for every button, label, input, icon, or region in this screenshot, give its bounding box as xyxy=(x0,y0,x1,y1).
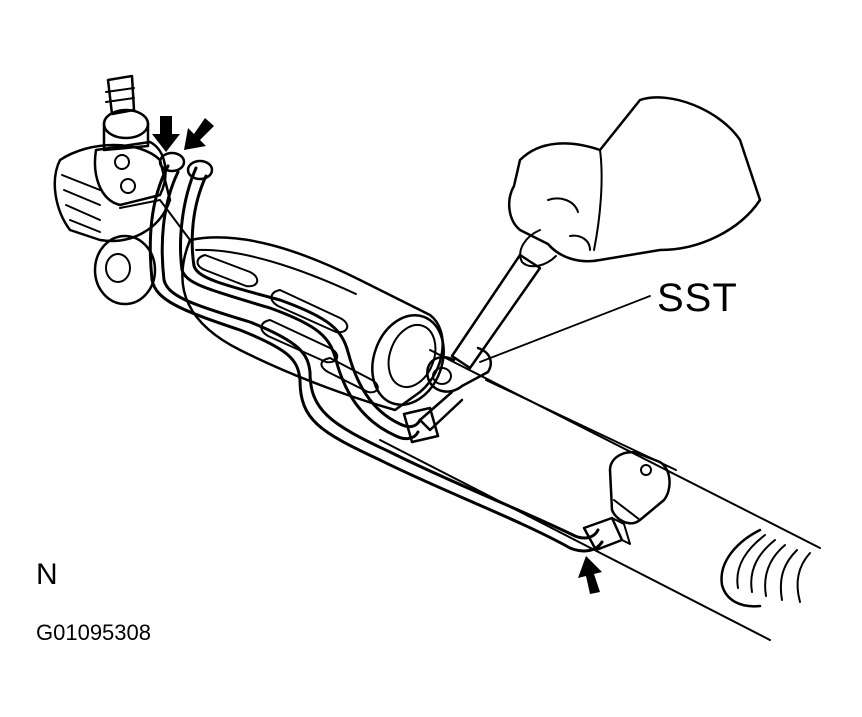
down-left-arrow-icon xyxy=(184,118,214,150)
rack-housing xyxy=(181,236,821,641)
figure-code: G01095308 xyxy=(36,620,151,645)
pressure-tubes xyxy=(148,151,631,553)
sst-callout-label: SST xyxy=(657,276,738,320)
arrow-group xyxy=(152,116,602,594)
rack-boot xyxy=(720,528,811,608)
technician-hand xyxy=(507,96,762,268)
special-service-tool xyxy=(418,253,651,432)
down-arrow-icon xyxy=(152,116,180,152)
up-arrow-icon xyxy=(578,556,602,594)
view-marker: N xyxy=(36,558,58,591)
mounting-bracket xyxy=(608,451,671,525)
